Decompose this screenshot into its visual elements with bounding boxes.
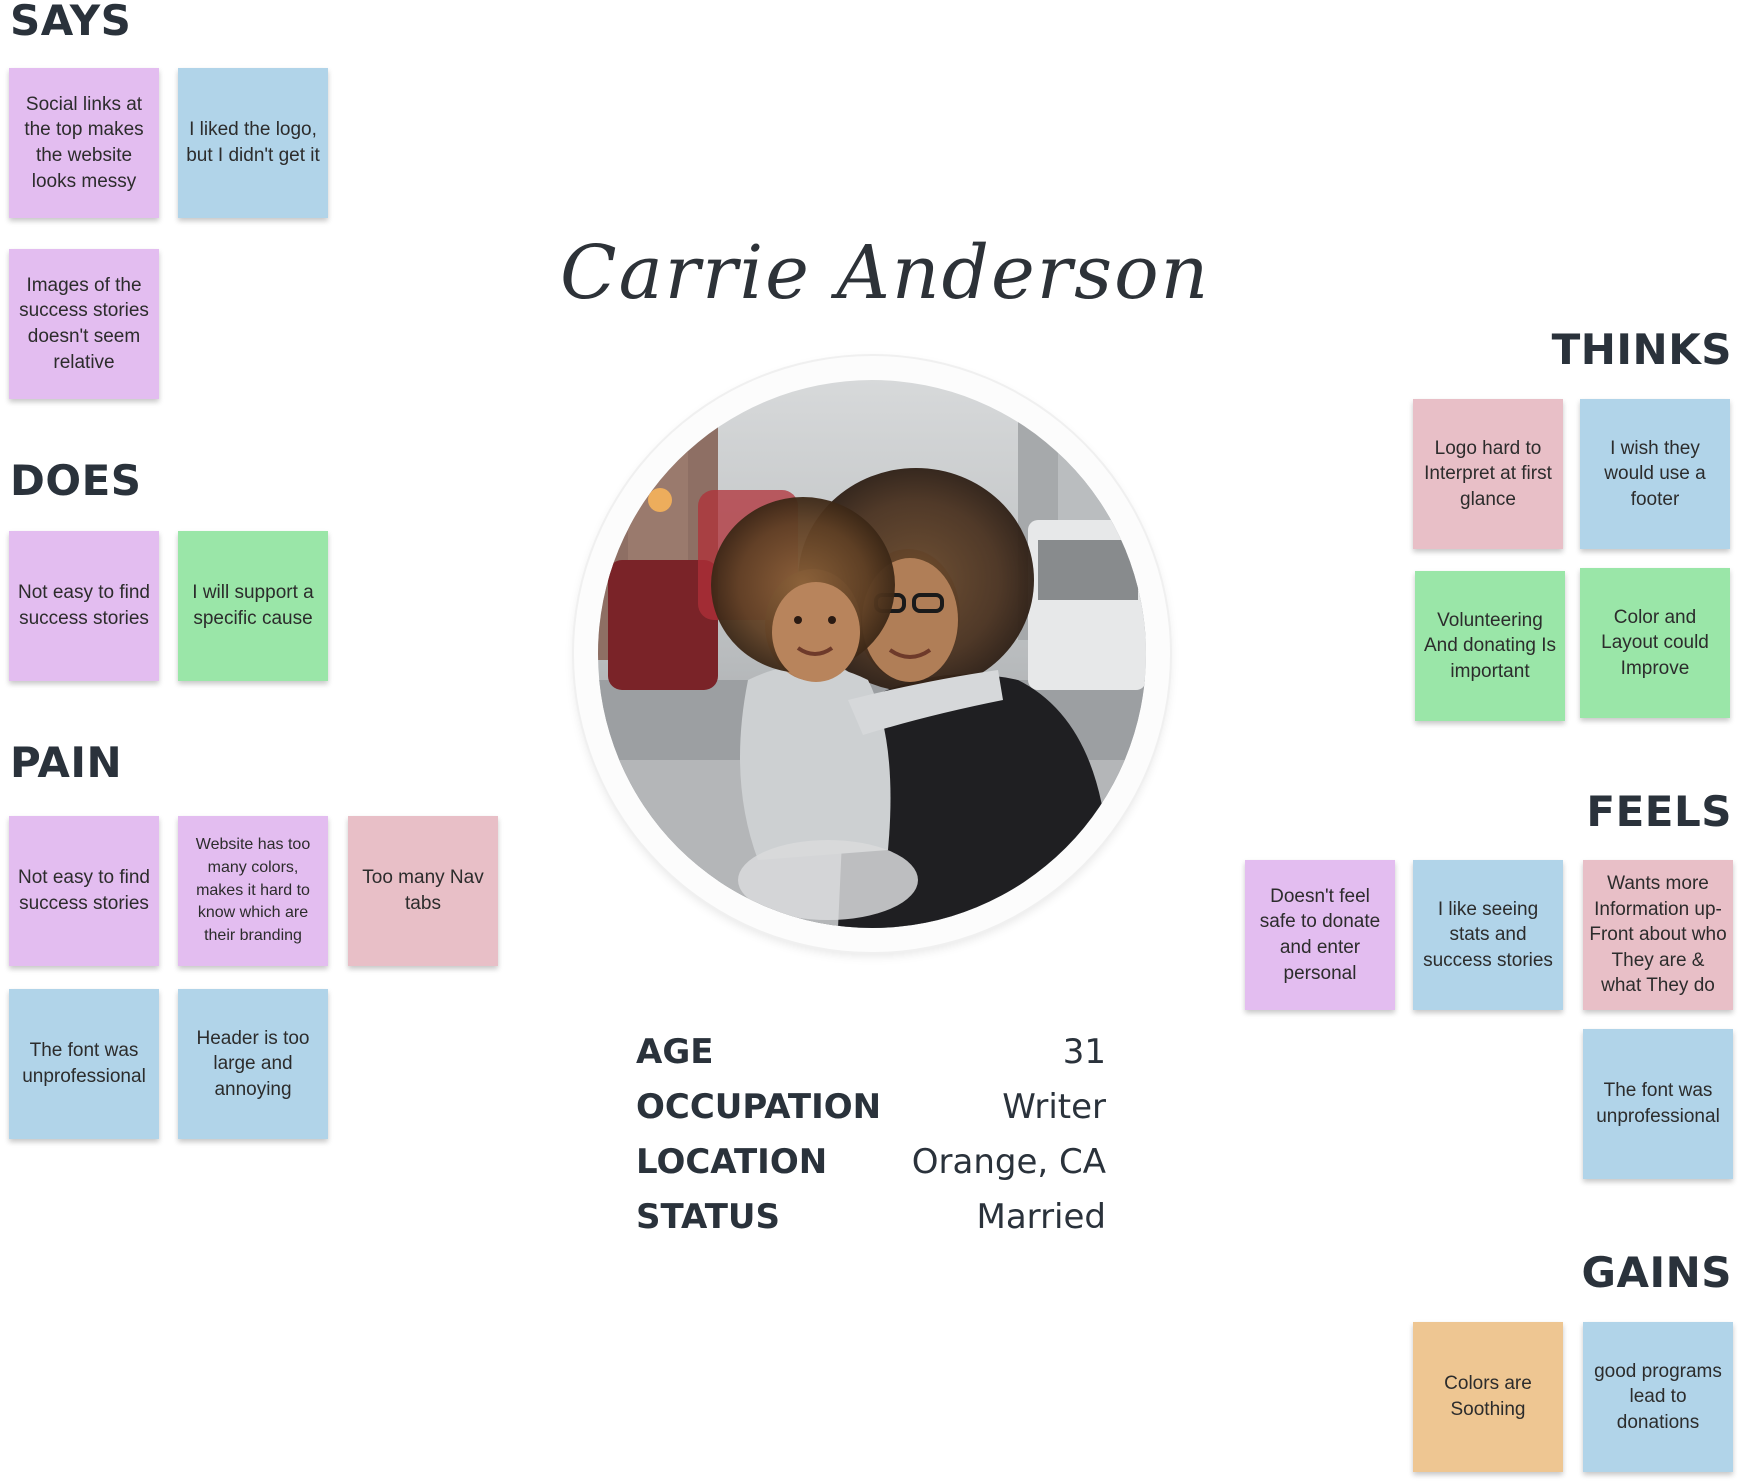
- pain-note-success-stories: Not easy to find success stories: [9, 816, 159, 966]
- thinks-note-footer: I wish they would use a footer: [1580, 399, 1730, 549]
- does-heading: DOES: [10, 456, 142, 505]
- feels-note-more-info: Wants more Information up-Front about wh…: [1583, 860, 1733, 1010]
- info-label-occupation: OCCUPATION: [636, 1087, 882, 1127]
- says-note-logo: I liked the logo, but I didn't get it: [178, 68, 328, 218]
- info-label-age: AGE: [636, 1032, 714, 1072]
- info-row-location: LOCATION Orange, CA: [636, 1142, 1106, 1192]
- thinks-heading: THINKS: [1551, 325, 1732, 374]
- persona-photo-frame: [574, 356, 1170, 952]
- says-heading: SAYS: [10, 0, 132, 45]
- feels-note-stats: I like seeing stats and success stories: [1413, 860, 1563, 1010]
- feels-heading: FEELS: [1586, 787, 1732, 836]
- does-note-support-cause: I will support a specific cause: [178, 531, 328, 681]
- thinks-note-logo: Logo hard to Interpret at first glance: [1413, 399, 1563, 549]
- info-label-status: STATUS: [636, 1197, 781, 1237]
- info-value-status: Married: [976, 1197, 1106, 1237]
- feels-note-safe-donate: Doesn't feel safe to donate and enter pe…: [1245, 860, 1395, 1010]
- info-row-occupation: OCCUPATION Writer: [636, 1087, 1106, 1137]
- pain-note-colors: Website has too many colors, makes it ha…: [178, 816, 328, 966]
- info-row-age: AGE 31: [636, 1032, 1106, 1082]
- info-label-location: LOCATION: [636, 1142, 828, 1182]
- pain-note-nav-tabs: Too many Nav tabs: [348, 816, 498, 966]
- says-note-social-links: Social links at the top makes the websit…: [9, 68, 159, 218]
- says-note-images: Images of the success stories doesn't se…: [9, 249, 159, 399]
- pain-note-font: The font was unprofessional: [9, 989, 159, 1139]
- thinks-note-color-layout: Color and Layout could Improve: [1580, 568, 1730, 718]
- info-value-location: Orange, CA: [911, 1142, 1106, 1182]
- gains-note-programs: good programs lead to donations: [1583, 1322, 1733, 1472]
- gains-note-soothing: Colors are Soothing: [1413, 1322, 1563, 1472]
- does-note-success-stories: Not easy to find success stories: [9, 531, 159, 681]
- thinks-note-volunteering: Volunteering And donating Is important: [1415, 571, 1565, 721]
- info-value-occupation: Writer: [1002, 1087, 1106, 1127]
- info-row-status: STATUS Married: [636, 1197, 1106, 1247]
- gains-heading: GAINS: [1581, 1248, 1732, 1297]
- persona-photo: [598, 380, 1146, 928]
- persona-name: Carrie Anderson: [560, 230, 1211, 316]
- feels-note-font: The font was unprofessional: [1583, 1029, 1733, 1179]
- pain-heading: PAIN: [10, 738, 123, 787]
- info-value-age: 31: [1062, 1032, 1106, 1072]
- pain-note-header: Header is too large and annoying: [178, 989, 328, 1139]
- persona-photo-illustration: [598, 380, 1146, 928]
